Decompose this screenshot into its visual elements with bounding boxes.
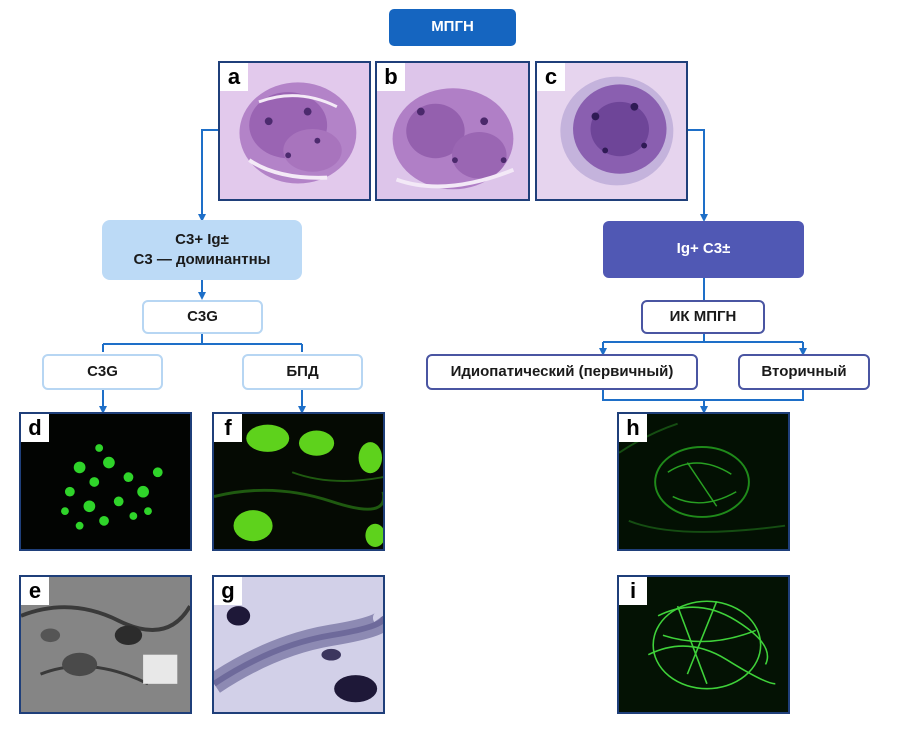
ig-positive-label: Ig+ C3± (676, 240, 731, 258)
electron-microscopy-image (214, 577, 383, 712)
c3-dominant-line1: C3+ Ig± (175, 230, 229, 248)
panel-b: b (375, 61, 530, 201)
immunofluorescence-image (214, 414, 383, 549)
ig-positive-node: Ig+ C3± (603, 221, 804, 278)
panel-d: d (19, 412, 192, 551)
mpgn-title-node: МПГН (389, 9, 516, 46)
panel-a: a (218, 61, 371, 201)
idiopathic-node: Идиопатический (первичный) (426, 354, 698, 390)
immunofluorescence-image (619, 577, 788, 712)
secondary-node: Вторичный (738, 354, 870, 390)
panel-c: c (535, 61, 688, 201)
panel-g-label: g (214, 577, 242, 605)
immunofluorescence-image (21, 414, 190, 549)
immunofluorescence-image (619, 414, 788, 549)
c3g-main-node: C3G (142, 300, 263, 334)
c3g-sub-node: C3G (42, 354, 163, 390)
panel-g: g (212, 575, 385, 714)
panel-c-label: c (537, 63, 565, 91)
ik-mpgn-node: ИК МПГН (641, 300, 765, 334)
panel-e-label: e (21, 577, 49, 605)
panel-e: e (19, 575, 192, 714)
c3-dominant-node: C3+ Ig± C3 — доминантны (102, 220, 302, 280)
panel-b-label: b (377, 63, 405, 91)
panel-f-label: f (214, 414, 242, 442)
panel-i: i (617, 575, 790, 714)
ik-mpgn-label: ИК МПГН (669, 307, 737, 325)
panel-i-label: i (619, 577, 647, 605)
c3g-sub-label: C3G (87, 362, 118, 380)
panel-f: f (212, 412, 385, 551)
electron-microscopy-image (21, 577, 190, 712)
panel-d-label: d (21, 414, 49, 442)
c3-dominant-line2: C3 — доминантны (133, 251, 271, 268)
panel-h: h (617, 412, 790, 551)
histology-pas-image (220, 63, 369, 199)
c3g-main-label: C3G (187, 307, 218, 325)
panel-h-label: h (619, 414, 647, 442)
secondary-label: Вторичный (761, 362, 847, 380)
bpd-label: БПД (286, 362, 319, 380)
panel-a-label: a (220, 63, 248, 91)
bpd-node: БПД (242, 354, 363, 390)
idiopathic-label: Идиопатический (первичный) (450, 362, 674, 380)
mpgn-title-label: МПГН (431, 18, 474, 36)
